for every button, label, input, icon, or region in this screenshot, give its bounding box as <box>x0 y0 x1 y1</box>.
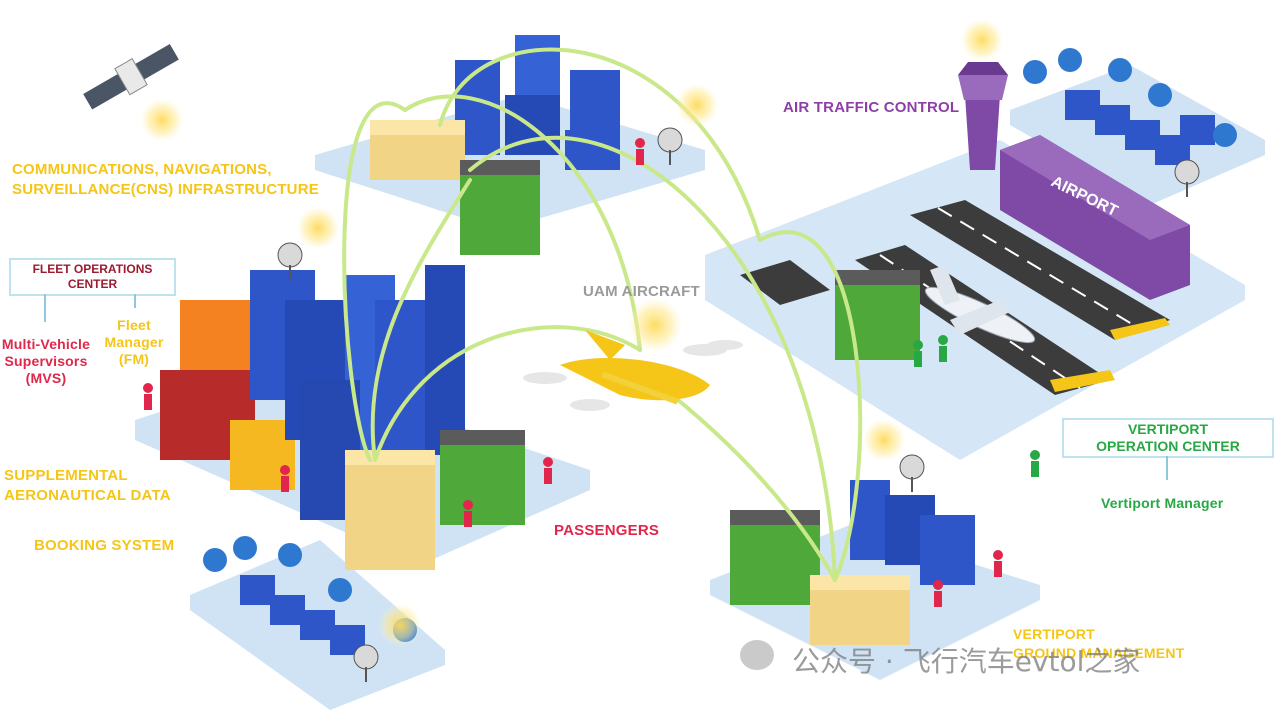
satellite-icon <box>83 43 179 110</box>
control-tower-icon <box>958 62 1008 170</box>
airplane-icon <box>924 265 1036 344</box>
top-city-buildings <box>370 35 620 255</box>
vertiport-ops-center-label: VERTIPORT OPERATION CENTER <box>1096 421 1240 454</box>
vertiport-manager-label: Vertiport Manager <box>1101 495 1224 511</box>
signal-wave-icon <box>862 418 906 462</box>
uam-aircraft-label: UAM AIRCRAFT <box>583 283 700 300</box>
radar-dish-icon <box>277 242 303 280</box>
signal-wave-icon <box>296 206 340 250</box>
vertiport-ops-center-box: VERTIPORT OPERATION CENTER <box>1062 418 1274 458</box>
cns-infrastructure-label: COMMUNICATIONS, NAVIGATIONS, SURVEILLANC… <box>12 161 319 198</box>
fleet-operations-center-label: FLEET OPERATIONS CENTER <box>32 262 153 291</box>
right-housing <box>1023 48 1237 165</box>
fleet-manager-label: Fleet Manager (FM) <box>104 317 164 367</box>
helipad-airport <box>740 260 830 305</box>
mvs-label: Multi-Vehicle Supervisors (MVS) <box>1 336 91 386</box>
radar-dish-icon <box>657 127 683 165</box>
passengers-label: PASSENGERS <box>554 522 660 539</box>
radar-dish-icon <box>1174 159 1200 197</box>
air-traffic-control-label: AIR TRAFFIC CONTROL <box>783 99 960 116</box>
fleet-ops-arrow-right <box>134 294 136 308</box>
radar-dish-icon <box>353 644 379 682</box>
signal-wave-icon <box>378 603 422 647</box>
booking-system-label: BOOKING SYSTEM <box>34 537 175 554</box>
vertiport-buildings <box>730 480 975 645</box>
signal-wave-icon <box>960 18 1004 62</box>
fleet-operations-center-box: FLEET OPERATIONS CENTER <box>9 258 176 296</box>
radar-dish-icon <box>899 454 925 492</box>
wechat-icon <box>740 640 774 670</box>
signal-wave-icon <box>627 297 683 353</box>
staff <box>913 335 1040 477</box>
airport-vertiport-building <box>835 280 920 360</box>
vertiport-ground-label: VERTIPORT GROUND MANAGEMENT <box>1013 626 1185 661</box>
vertiport-arrow <box>1166 456 1168 480</box>
fleet-ops-arrow-left <box>44 294 46 322</box>
people <box>143 138 1003 607</box>
watermark: 公众号 · 飞行汽车evtol之家 <box>792 645 1141 678</box>
left-city-buildings <box>160 265 525 570</box>
signal-wave-icon <box>140 98 184 142</box>
evtol-aircraft-icon <box>523 330 743 411</box>
signal-wave-icon <box>675 83 719 127</box>
supplemental-data-label: SUPPLEMENTAL AERONAUTICAL DATA <box>4 467 171 504</box>
